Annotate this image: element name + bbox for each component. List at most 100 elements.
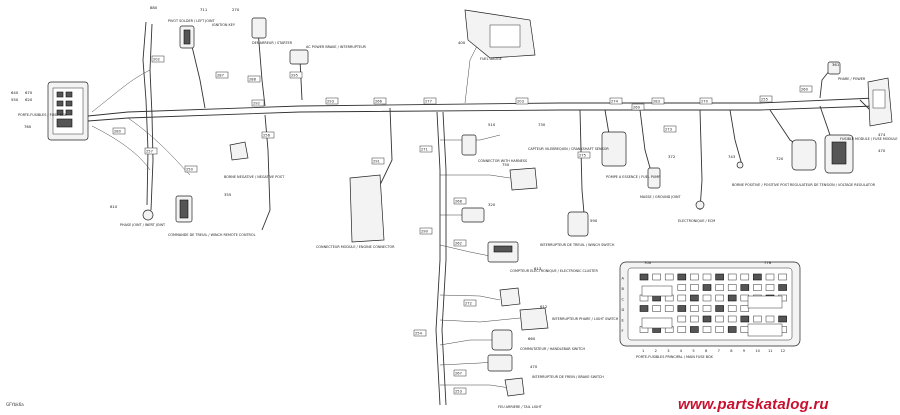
callout-c8: 256	[263, 134, 271, 138]
callout-c14: 274	[611, 100, 619, 104]
callout-c5: 287	[217, 74, 224, 78]
callout-c6: 288	[249, 78, 257, 82]
fuse-slot	[715, 305, 724, 312]
part-number: 474	[878, 132, 886, 137]
fuse-col-label: 11	[768, 349, 773, 353]
fuse-slot	[715, 273, 724, 281]
fuse-row-label: A	[622, 277, 625, 281]
fuse-slot	[727, 294, 737, 302]
label-fuse-module: FUSIBLE MODULE / FUSE MODULE	[840, 137, 898, 141]
fuse-col-label: 9	[743, 349, 746, 353]
fuse-slot	[690, 305, 699, 312]
callout-c1: 280	[114, 130, 122, 134]
part-number: 355	[224, 192, 232, 197]
label-ecm: ELECTRONIQUE / ECM	[678, 219, 715, 223]
label-negative-post: BORNE NEGATIVE / NEGATIVE POST	[224, 175, 285, 179]
part-number: 730	[538, 122, 546, 127]
part-number: 880	[150, 5, 158, 10]
callout-c22: 272	[465, 302, 472, 306]
part-number: 361	[832, 62, 840, 67]
callout-c16: 270	[701, 100, 709, 104]
callout-c13: 203	[517, 100, 524, 104]
label-throttle-handle: COMMUTATEUR / HANDLEBAR SWITCH	[520, 347, 585, 351]
fuse-col-label: 4	[680, 349, 683, 353]
fuse-slot	[690, 315, 699, 323]
fuse-slot	[639, 273, 649, 281]
part-number: 640	[11, 90, 19, 95]
watermark: www.partskatalog.ru	[678, 396, 829, 413]
fuse-row-label: C	[622, 298, 625, 302]
fuse-slot	[715, 315, 724, 323]
callout-c23: 254	[415, 332, 423, 336]
callout-c21: 262	[455, 242, 462, 246]
part-number: 550	[11, 97, 19, 102]
callout-c26: 273	[665, 128, 672, 132]
fuse-slot	[677, 284, 687, 291]
part-number: 670	[25, 90, 33, 95]
fuse-slot	[639, 305, 649, 312]
fuse-slot	[690, 294, 699, 302]
relay-block	[747, 323, 783, 337]
fuse-slot	[702, 294, 712, 302]
fuse-slot	[753, 273, 762, 281]
callout-c10: 293	[327, 100, 334, 104]
label-fuse-box-main: PORTE-FUSIBLES PRINCIPAL / MAIN FUSE BOX	[636, 355, 713, 359]
label-winch-control: COMMANDE DE TREUIL / WINCH REMOTE CONTRO…	[168, 233, 256, 237]
fuse-col-label: 8	[730, 349, 733, 353]
fuse-slot	[690, 326, 699, 333]
fuse-slot	[677, 326, 687, 333]
callout-c9: 295	[291, 74, 298, 78]
label-left-joint: PIVOT SOLDER / LEFT JOINT	[168, 19, 216, 23]
callout-c12: 277	[425, 100, 432, 104]
part-number: 720	[776, 156, 784, 161]
label-ground-joint: MASSE / GROUND JOINT	[640, 195, 682, 199]
fuse-slot	[778, 284, 787, 291]
label-brake-switch: INTERRUPTEUR DE FREIN / BRAKE SWITCH	[532, 375, 604, 379]
label-fuel-gauge: FUEL GAUGE	[480, 57, 502, 61]
callout-c4: 250	[186, 168, 194, 172]
fuse-slot	[740, 315, 750, 323]
fuse-slot	[727, 305, 737, 312]
part-number: 510	[488, 122, 496, 127]
part-number: 470	[530, 364, 538, 369]
label-voltage-regulator: REGULATEUR DE TENSION / VOLTAGE REGULATO…	[790, 183, 876, 187]
callout-c30: 253	[455, 390, 462, 394]
part-number: 660	[528, 336, 536, 341]
part-number: 612	[540, 304, 548, 309]
part-number: 320	[488, 202, 496, 207]
fuse-slot	[715, 294, 724, 302]
fuse-slot	[740, 305, 750, 312]
part-number: 700	[644, 260, 652, 265]
part-number: 776	[764, 260, 772, 265]
callout-c27: 269	[633, 106, 641, 110]
part-number: 750	[502, 162, 510, 167]
fuse-slot	[702, 305, 712, 312]
fuse-col-label: 12	[781, 349, 786, 353]
fuse-slot	[765, 315, 775, 323]
callout-c25: 275	[579, 154, 586, 158]
fuse-slot	[702, 284, 712, 291]
label-ac-power-brake: AC POWER BRAKE / INTERRUPTEUR	[306, 45, 367, 49]
relay-block	[641, 285, 673, 297]
fuse-col-label: 6	[705, 349, 708, 353]
label-rear-light: FEU ARRIERE / TAIL LIGHT	[498, 405, 543, 409]
relay-block	[641, 317, 673, 329]
label-winch-harness: CONNECTOR WITH HARNESS	[478, 159, 527, 163]
fuse-col-label: 2	[655, 349, 657, 353]
middle-components	[142, 131, 744, 397]
fuse-row-label: D	[622, 308, 625, 312]
fuse-slot	[702, 315, 712, 323]
label-fuel-pump: POMPE A ESSENCE / FUEL PUMP	[606, 175, 660, 179]
label-starter: DEMARREUR / STARTER	[252, 41, 293, 45]
label-ignition-key: IGNITION KEY	[212, 23, 236, 27]
callout-c3: 257	[146, 150, 153, 154]
fuse-slot	[690, 273, 699, 281]
fuse-slot	[727, 273, 737, 281]
callout-c24: 267	[455, 372, 462, 376]
fuse-slot	[740, 273, 750, 281]
callout-c15: 283	[653, 100, 660, 104]
fuse-slot	[727, 326, 737, 333]
callout-c19: 271	[421, 148, 428, 152]
callout-c28: 291	[373, 160, 380, 164]
callout-c11: 266	[375, 100, 383, 104]
